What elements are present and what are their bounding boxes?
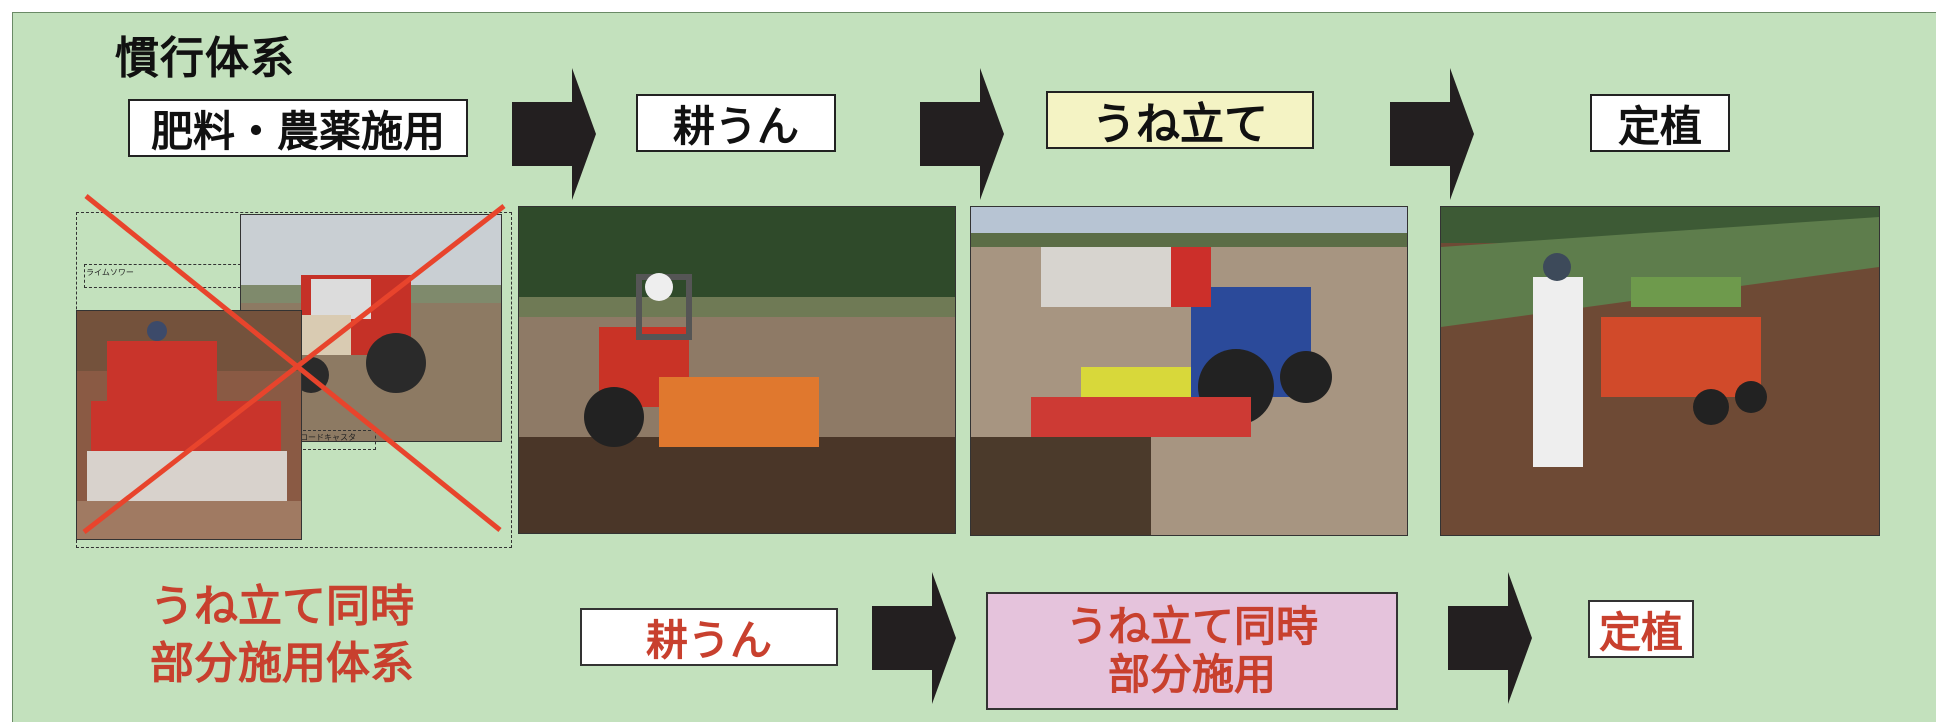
arrow-right-icon <box>920 68 1004 200</box>
transplanter-photo <box>1440 206 1880 536</box>
step-ridging: うね立て <box>1046 91 1314 150</box>
new-step-transplanting: 定植 <box>1588 600 1694 658</box>
step-fertilizer-pesticide: 肥料・農薬施用 <box>128 99 468 157</box>
step-tillage: 耕うん <box>636 94 836 152</box>
new-step-tillage: 耕うん <box>580 608 838 666</box>
tillage-tractor-photo <box>518 206 956 534</box>
lime-sower-tractor-photo <box>76 310 302 540</box>
lime-sower-tag: ライムソワー <box>86 268 134 277</box>
arrow-right-icon <box>512 68 596 200</box>
cross-out-icon <box>76 190 516 544</box>
arrow-right-icon <box>872 572 956 704</box>
conventional-system-title: 慣行体系 <box>115 33 295 84</box>
ridging-tractor-photo <box>970 206 1408 536</box>
broadcaster-tag: ブロードキャスタ <box>292 433 356 442</box>
new-step-ridging-line2: 部分施用 <box>1107 650 1276 699</box>
step-transplanting: 定植 <box>1590 94 1730 152</box>
new-system-title-line1: うね立て同時 <box>150 581 414 632</box>
new-step-ridging-line1: うね立て同時 <box>1065 601 1318 651</box>
new-system-title: うね立て同時 部分施用体系 <box>150 578 414 692</box>
arrow-right-icon <box>1448 572 1532 704</box>
new-system-title-line2: 部分施用体系 <box>150 638 414 690</box>
new-step-ridging-partial-application: うね立て同時 部分施用 <box>986 592 1398 710</box>
arrow-right-icon <box>1390 68 1474 200</box>
